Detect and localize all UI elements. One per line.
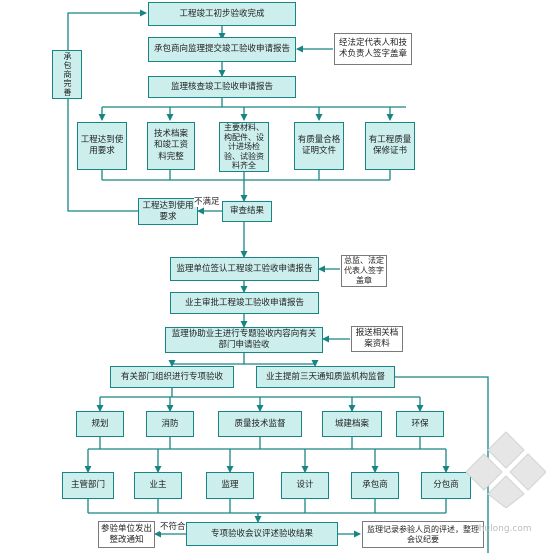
node-supervisor-checks-report: 监理核查竣工验收申请报告 bbox=[148, 76, 296, 98]
node-supervisor-assists-owner: 监理协助业主进行专题验收内容向有关部门申请验收 bbox=[165, 327, 323, 353]
node-contractor-submits-report: 承包商向监理提交竣工验收申请报告 bbox=[148, 37, 296, 62]
note-legal-rep-signature: 经法定代表人和技术负责人签字盖章 bbox=[334, 33, 412, 65]
party-supervisor: 监理 bbox=[206, 472, 254, 499]
watermark-logo-icon bbox=[466, 431, 546, 508]
check-quality-certificates: 有质量合格证明文件 bbox=[294, 122, 344, 170]
check-usage-requirement: 工程达到使用要求 bbox=[77, 122, 127, 170]
check-technical-archives: 技术档案和竣工资料完整 bbox=[147, 122, 195, 170]
check-materials-test-data: 主要材料、构配件、设计进场检验、试验资料齐全 bbox=[219, 122, 269, 172]
note-chief-supervisor-signature: 总监、法定代表人签字盖章 bbox=[341, 255, 387, 287]
check-warranty-certificate: 有工程质量保修证书 bbox=[365, 122, 415, 170]
note-meeting-minutes: 监理记录参验人员的评述，整理会议纪要 bbox=[362, 521, 484, 548]
node-special-acceptance-meeting: 专项验收会议评述验收结果 bbox=[186, 522, 338, 546]
node-departments-special-acceptance: 有关部门组织进行专项验收 bbox=[110, 366, 234, 388]
note-submit-archives: 报送相关档案资料 bbox=[351, 326, 403, 352]
party-contractor: 承包商 bbox=[351, 472, 399, 499]
node-supervisor-signs-report: 监理单位签认工程竣工验收申请报告 bbox=[170, 257, 319, 281]
node-owner-notifies-quality-agency: 业主提前三天通知质监机构监督 bbox=[256, 366, 395, 388]
special-planning: 规划 bbox=[76, 411, 124, 437]
node-contractor-improve: 承包商完善 bbox=[52, 50, 82, 99]
special-quality-supervision: 质量技术监督 bbox=[218, 411, 302, 437]
special-environment: 环保 bbox=[396, 411, 444, 437]
label-not-conform: 不符合 bbox=[160, 522, 186, 532]
party-subcontractor: 分包商 bbox=[421, 472, 471, 499]
watermark-text: zhulong.com bbox=[474, 524, 532, 534]
node-initial-acceptance-done: 工程竣工初步验收完成 bbox=[148, 2, 296, 26]
special-urban-archives: 城建档案 bbox=[322, 411, 382, 437]
node-rectification-notice: 参验单位发出整改通知 bbox=[98, 521, 155, 548]
node-review-result: 审查结果 bbox=[222, 201, 272, 222]
label-not-satisfied: 不满足 bbox=[194, 197, 220, 207]
party-authority: 主管部门 bbox=[62, 472, 114, 499]
node-not-met-usage: 工程达到使用要求 bbox=[138, 198, 198, 225]
node-owner-approves-report: 业主审批工程竣工验收申请报告 bbox=[170, 292, 319, 314]
party-designer: 设计 bbox=[281, 472, 329, 499]
party-owner: 业主 bbox=[134, 472, 182, 499]
special-fire: 消防 bbox=[146, 411, 194, 437]
